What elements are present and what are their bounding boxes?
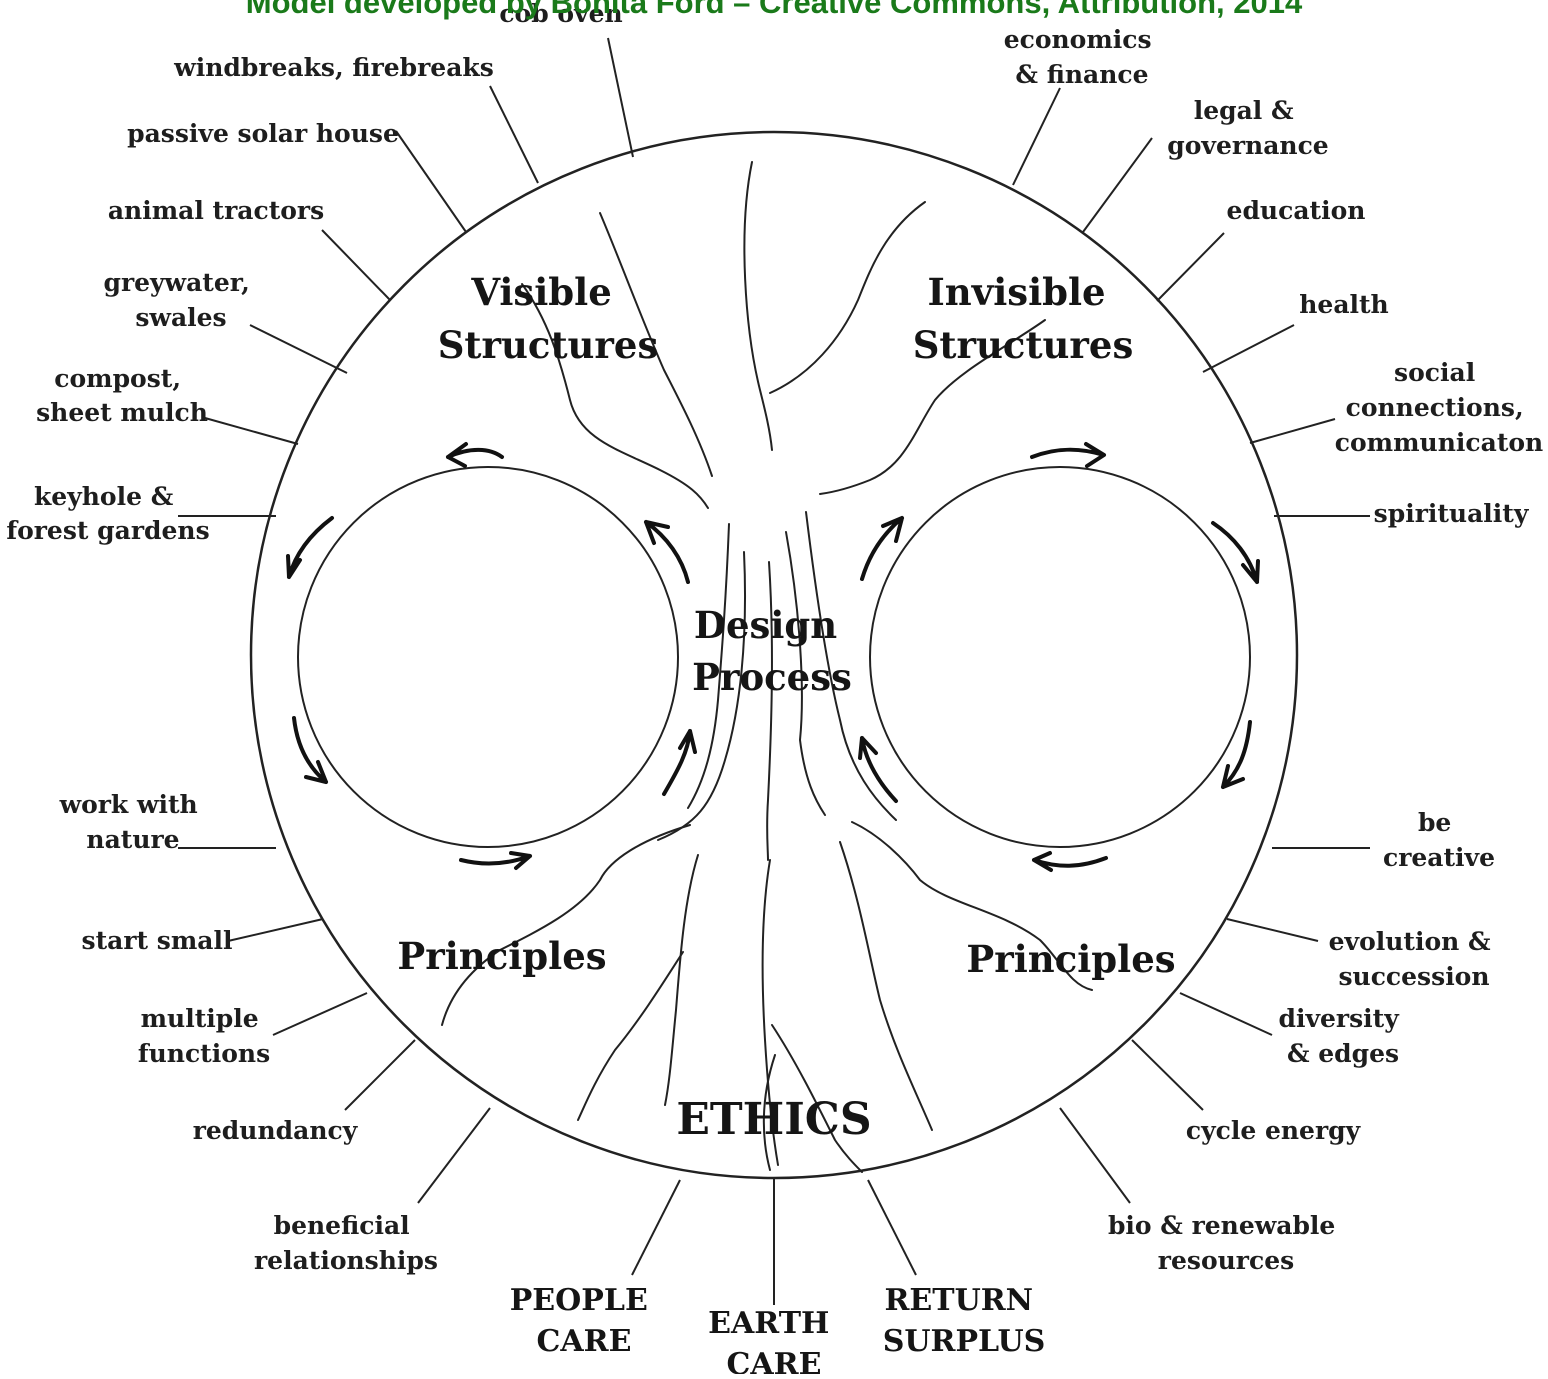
ethics-labels: PEOPLE CARE EARTH CARE RETURN SURPLUS (510, 1283, 1046, 1379)
label-health: health (1299, 290, 1389, 319)
label-social-connections: social connections, communicaton (1335, 358, 1543, 457)
cycle-arrows (286, 442, 1260, 872)
design-process-title: Design Process (692, 603, 852, 699)
label-compost-sheet-mulch: compost, sheet mulch (36, 364, 208, 427)
label-economics-finance: economics & finance (1004, 25, 1161, 89)
label-people-care: PEOPLE CARE (510, 1283, 659, 1359)
label-spirituality: spirituality (1374, 499, 1530, 528)
invisible-structures-title: Invisible Structures (913, 270, 1134, 367)
principles-left-title: Principles (397, 934, 606, 978)
right-cycle-circle (869, 466, 1251, 848)
ethics-title: ETHICS (676, 1094, 871, 1145)
root-lines (441, 161, 1093, 1173)
principles-left-labels: work with nature start small multiple fu… (59, 790, 438, 1275)
label-start-small: start small (82, 926, 233, 955)
label-cob-oven: cob oven (499, 0, 622, 28)
label-bio-renewable-resources: bio & renewable resources (1108, 1211, 1344, 1275)
visible-structures-labels: cob oven windbreaks, firebreaks passive … (6, 0, 622, 545)
left-cycle-circle (297, 466, 679, 848)
invisible-structures-labels: economics & finance legal & governance e… (1004, 25, 1544, 528)
label-multiple-functions: multiple functions (138, 1004, 270, 1068)
spoke-lines (178, 37, 1370, 1305)
label-greywater-swales: greywater, swales (103, 268, 258, 332)
label-redundancy: redundancy (193, 1116, 359, 1145)
principles-right-title: Principles (966, 937, 1175, 981)
label-evolution-succession: evolution & succession (1329, 927, 1500, 991)
label-cycle-energy: cycle energy (1186, 1116, 1362, 1145)
region-labels: Visible Structures Invisible Structures … (397, 270, 1175, 1145)
label-earth-care: EARTH CARE (708, 1306, 840, 1374)
label-diversity-edges: diversity & edges (1279, 1004, 1408, 1068)
label-work-with-nature: work with nature (59, 790, 207, 854)
label-keyhole-forest-gardens: keyhole & forest gardens (6, 482, 209, 545)
label-return-surplus: RETURN SURPLUS (883, 1283, 1046, 1359)
principles-right-labels: be creative evolution & succession diver… (1108, 808, 1500, 1275)
label-education: education (1227, 196, 1366, 225)
label-be-creative: be creative (1383, 808, 1495, 872)
label-passive-solar-house: passive solar house (127, 119, 399, 148)
visible-structures-title: Visible Structures (438, 270, 659, 367)
label-beneficial-relationships: beneficial relationships (254, 1211, 438, 1275)
label-legal-governance: legal & governance (1167, 96, 1328, 160)
label-windbreaks-firebreaks: windbreaks, firebreaks (173, 53, 494, 82)
label-animal-tractors: animal tractors (108, 196, 324, 225)
credit-line: Model developed by Bonita Ford – Creativ… (245, 0, 1303, 20)
